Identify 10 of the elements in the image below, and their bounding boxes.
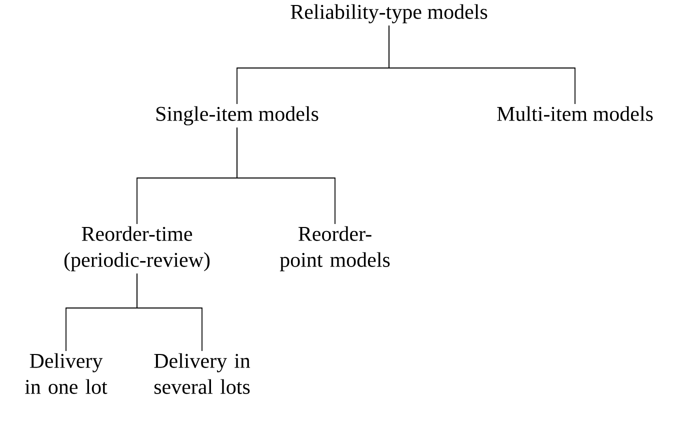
tree-node-label: Delivery in one lot [25,353,108,394]
tree-node-label: Single-item models [156,106,318,126]
tree-connector [236,127,336,224]
tree-node-label: Reorder-point models [280,226,390,272]
tree-node-label: Reliability-type models [290,4,488,24]
tree-node-label: Reorder-time (periodic-review) [64,226,210,272]
tree-connector [388,25,576,104]
tree-node-label: Delivery in several lots [154,353,250,394]
tree-node-label: Multi-item models [497,106,653,121]
tree-connector [136,273,202,352]
